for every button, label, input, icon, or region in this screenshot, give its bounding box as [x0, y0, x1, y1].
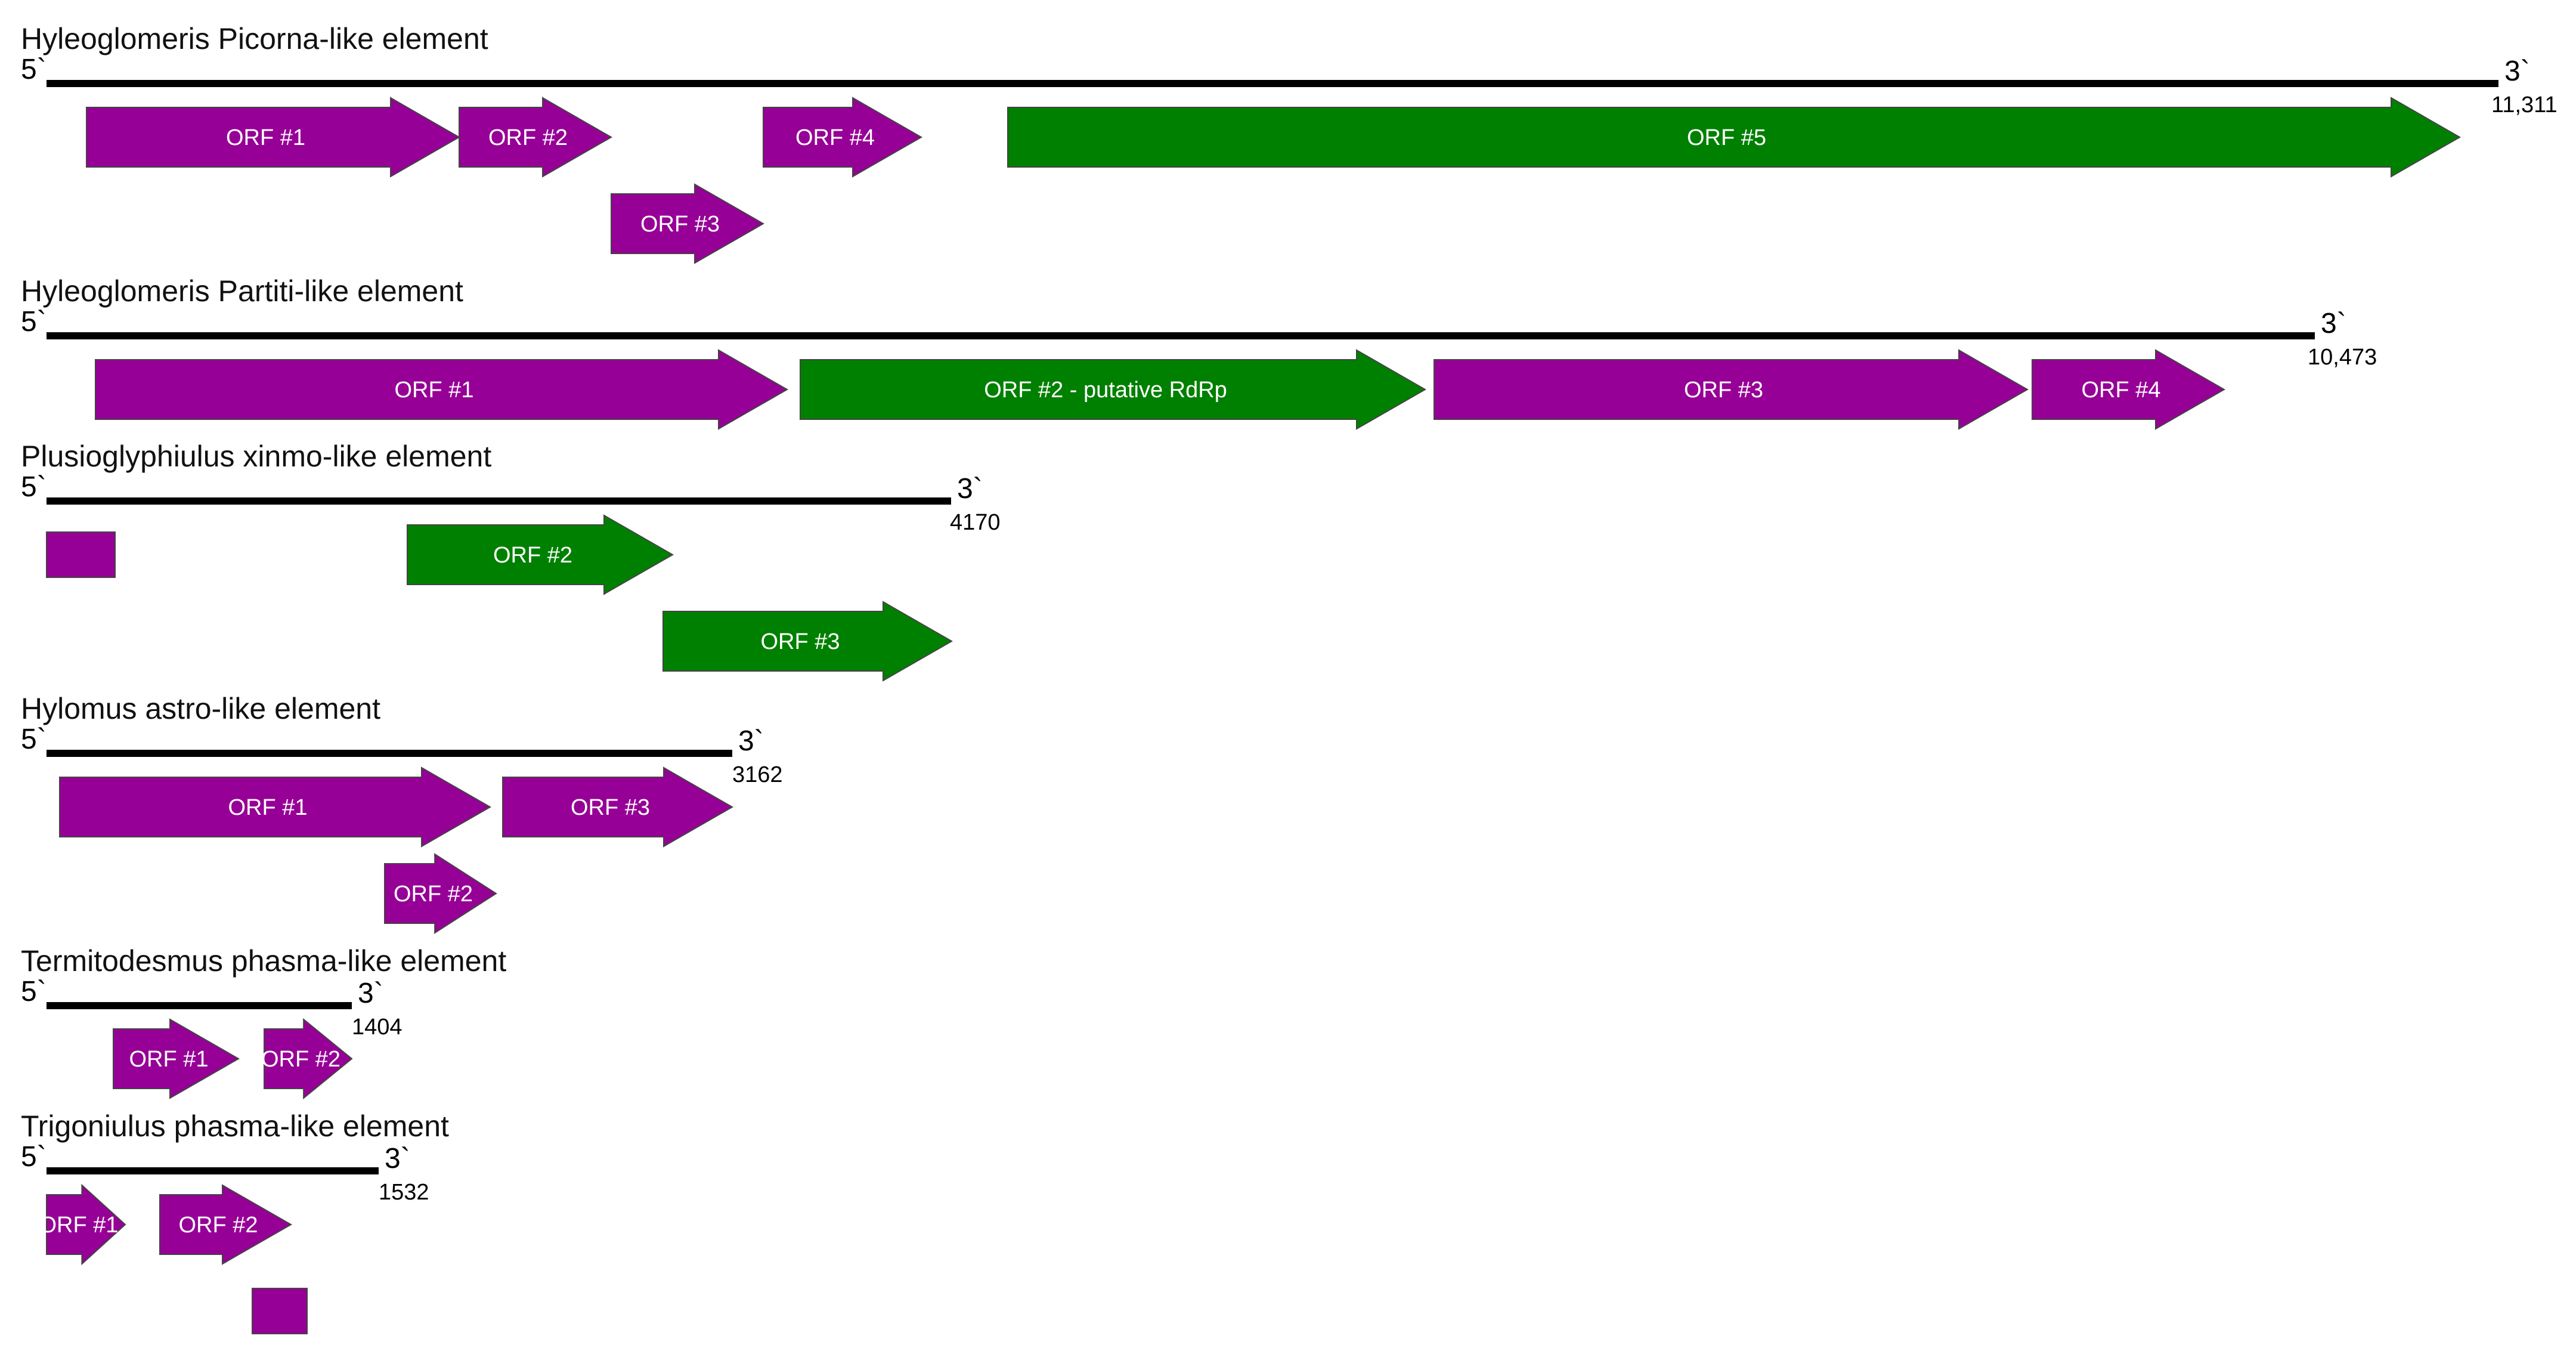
orf-label: ORF #1	[394, 378, 473, 403]
orf-arrow-shape	[2032, 349, 2226, 430]
orf-box-shape	[252, 1288, 308, 1334]
orf-arrow: ORF #1	[39, 1183, 126, 1266]
orf-arrow: ORF #1	[95, 349, 789, 430]
orf-label: ORF #3	[640, 212, 720, 237]
genome-backbone-line	[47, 1002, 352, 1009]
genome-backbone-line	[47, 332, 2315, 339]
genome-length-label: 10,473	[2308, 345, 2377, 370]
orf-label: ORF #2	[394, 882, 473, 907]
genome-length-label: 3162	[732, 762, 783, 787]
orf-label: ORF #4	[795, 125, 875, 150]
genome-title: Hylomus astro-like element	[21, 692, 380, 725]
orf-arrow: ORF #2	[261, 1018, 353, 1100]
orf-arrow-shape	[407, 514, 674, 595]
orf-arrow: ORF #4	[763, 97, 923, 178]
orf-arrow: ORF #1	[59, 766, 492, 848]
genome-backbone-line	[47, 750, 732, 757]
orf-arrow: ORF #2	[407, 514, 674, 595]
orf-arrow-shape	[46, 1183, 126, 1266]
genome-backbone-line	[47, 497, 951, 505]
genome-title: Hyleoglomeris Partiti-like element	[21, 274, 463, 308]
five-prime-label: 5`	[21, 724, 47, 755]
orf-arrow: ORF #5	[1007, 97, 2462, 178]
orf-label: ORF #3	[571, 795, 650, 820]
three-prime-label: 3`	[385, 1143, 410, 1174]
five-prime-label: 5`	[21, 471, 47, 503]
orf-arrow-shape	[113, 1018, 240, 1099]
orf-arrow-shape	[1007, 97, 2462, 178]
orf-label: ORF #1	[39, 1213, 118, 1238]
three-prime-label: 3`	[957, 473, 983, 505]
five-prime-label: 5`	[21, 306, 47, 338]
orf-label: ORF #3	[760, 629, 840, 654]
genome-backbone-line	[47, 1167, 379, 1174]
orf-arrow: ORF #2	[159, 1184, 293, 1265]
orf-label: ORF #1	[228, 795, 307, 820]
orf-label: ORF #1	[226, 125, 305, 150]
orf-arrow: ORF #2 - putative RdRp	[800, 349, 1427, 430]
three-prime-label: 3`	[358, 978, 383, 1009]
orf-label: ORF #2	[178, 1213, 258, 1238]
orf-arrow-shape	[59, 766, 492, 848]
orf-box	[46, 531, 116, 578]
orf-label: ORF #2	[493, 543, 572, 568]
orf-label: ORF #1	[129, 1047, 208, 1072]
orf-arrow: ORF #3	[502, 766, 734, 848]
genome-title: Termitodesmus phasma-like element	[21, 944, 506, 978]
orf-label: ORF #2	[261, 1047, 340, 1072]
orf-arrow: ORF #3	[1433, 349, 2029, 430]
orf-label: ORF #3	[1684, 378, 1763, 403]
orf-arrow-shape	[662, 601, 953, 682]
genome-title: Trigoniulus phasma-like element	[21, 1109, 449, 1143]
five-prime-label: 5`	[21, 54, 47, 85]
orf-label: ORF #5	[1687, 125, 1766, 150]
orf-label: ORF #2 - putative RdRp	[984, 378, 1227, 403]
five-prime-label: 5`	[21, 1141, 47, 1173]
orf-arrow-shape	[502, 766, 734, 848]
orf-box	[252, 1288, 308, 1334]
orf-arrow-shape	[264, 1018, 353, 1100]
orf-label: ORF #2	[488, 125, 568, 150]
three-prime-label: 3`	[2504, 55, 2530, 87]
orf-arrow: ORF #1	[113, 1018, 240, 1099]
orf-arrow-shape	[1433, 349, 2029, 430]
orf-arrow: ORF #1	[86, 97, 461, 178]
five-prime-label: 5`	[21, 976, 47, 1007]
genome-title: Hyleoglomeris Picorna-like element	[21, 22, 488, 55]
orf-arrow-shape	[800, 349, 1427, 430]
genome-length-label: 1404	[352, 1015, 402, 1040]
genome-length-label: 1532	[379, 1180, 429, 1205]
orf-arrow-shape	[763, 97, 923, 178]
genome-length-label: 11,311	[2491, 92, 2558, 118]
orf-arrow: ORF #3	[611, 183, 765, 264]
three-prime-label: 3`	[2321, 308, 2346, 339]
orf-arrow-shape	[459, 97, 613, 178]
orf-arrow-shape	[611, 183, 765, 264]
orf-arrow: ORF #3	[662, 601, 953, 682]
orf-arrow-shape	[86, 97, 461, 178]
orf-arrow: ORF #2	[459, 97, 613, 178]
orf-arrow-shape	[95, 349, 789, 430]
genome-backbone-line	[47, 80, 2498, 87]
genome-length-label: 4170	[950, 510, 1001, 535]
orf-label: ORF #4	[2081, 378, 2160, 403]
orf-arrow-shape	[384, 853, 497, 934]
genome-title: Plusioglyphiulus xinmo-like element	[21, 440, 491, 473]
orf-arrow: ORF #2	[384, 853, 497, 934]
orf-box-shape	[46, 531, 116, 578]
three-prime-label: 3`	[738, 725, 764, 757]
orf-arrow: ORF #4	[2032, 349, 2226, 430]
orf-arrow-shape	[159, 1184, 293, 1265]
